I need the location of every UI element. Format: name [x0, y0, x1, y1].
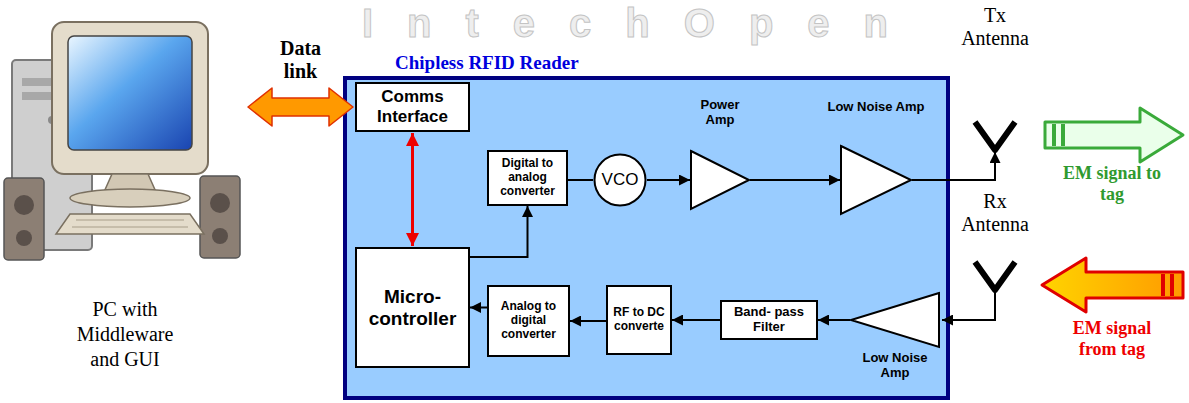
computer-icon: [56, 214, 204, 234]
signal-connector: [568, 179, 593, 181]
detector-box: RF to DC converte: [606, 285, 672, 355]
computer-icon: [200, 176, 240, 258]
antenna-label: Rx Antenna: [961, 190, 1029, 236]
transmit-arrow: [1045, 108, 1183, 162]
data-link-arrow: [248, 88, 353, 126]
rx-antenna: [975, 262, 1015, 290]
oscillator-circle: VCO: [593, 153, 647, 207]
receive-arrow: [1170, 274, 1174, 296]
receive-arrow: [1042, 258, 1183, 312]
transmit-arrow: [1045, 108, 1183, 162]
transmit-arrow: [1052, 124, 1056, 146]
triangle-outline: [840, 145, 912, 215]
computer-icon: [14, 195, 34, 215]
signal-connector: [647, 179, 690, 181]
amplifier-triangle: Power Amp: [690, 150, 750, 210]
signal-label: EM signal from tag: [1062, 318, 1162, 359]
amplifier-triangle: Low Noise Amp: [850, 292, 940, 348]
transmit-arrow: [1061, 124, 1065, 146]
signal-connector: [818, 319, 850, 321]
receive-arrow: [1161, 274, 1165, 296]
computer-icon: [210, 193, 230, 213]
signal-connector: [750, 179, 840, 181]
reader-housing: [345, 78, 948, 398]
circle-label: VCO: [602, 170, 639, 190]
watermark: IntechOpen: [362, 0, 922, 46]
tx-antenna: [912, 152, 995, 180]
antenna-label: Tx Antenna: [961, 4, 1029, 50]
box-label: Analog to digital converter: [489, 300, 568, 341]
amplifier-triangle: Low Noise Amp: [840, 145, 912, 215]
triangle-outline: [851, 293, 939, 347]
amplifier-label: Power Amp: [690, 98, 750, 128]
amplifier-label: Low Noise Amp: [811, 100, 941, 115]
interface-box: Comms Interface: [355, 82, 470, 132]
signal-label: EM signal to tag: [1062, 163, 1162, 204]
box-label: Digital to analog converter: [489, 157, 566, 198]
triangle-outline: [690, 150, 750, 210]
triangle-outline: [691, 151, 749, 209]
computer-icon: [70, 189, 190, 207]
signal-connector: [470, 307, 487, 309]
computer-icon: [4, 22, 240, 260]
filter-box: Band- pass Filter: [720, 300, 818, 340]
panel-title: Chipless RFID Reader: [395, 52, 579, 74]
computer-icon: [212, 228, 228, 244]
computer-icon: [72, 220, 188, 227]
terminal-caption: PC with Middleware and GUI: [60, 297, 190, 372]
rx-antenna: [942, 290, 995, 320]
link-label: Data link: [280, 37, 321, 83]
converter-box: Digital to analog converter: [487, 150, 568, 206]
signal-connector: [570, 320, 606, 322]
reader-panel: Comms InterfaceMicro- controller Digital …: [345, 78, 948, 398]
triangle-outline: [850, 292, 940, 348]
tx-antenna: [975, 122, 1015, 150]
converter-box: Analog to digital converter: [487, 285, 570, 357]
box-label: RF to DC converte: [608, 306, 670, 334]
signal-connector: [411, 133, 414, 246]
rx-antenna: [942, 262, 1015, 320]
computer-icon: [52, 22, 208, 174]
box-label: Micro- controller: [357, 286, 468, 330]
box-label: Comms Interface: [357, 87, 468, 126]
triangle-outline: [841, 146, 911, 214]
signal-connector: [672, 319, 720, 321]
circle-outline: [595, 155, 646, 206]
computer-icon: [68, 36, 192, 150]
box-label: Band- pass Filter: [722, 305, 816, 335]
computer-icon: [4, 178, 44, 260]
amplifier-label: Low Noise Amp: [849, 351, 941, 381]
computer-terminal: PC with Middleware and GUI: [5, 18, 245, 372]
receive-arrow: [1042, 258, 1183, 312]
tx-antenna: [912, 122, 1015, 180]
reader-housing: [345, 78, 948, 398]
computer-icon: [16, 230, 32, 246]
signal-connector: [470, 206, 528, 257]
controller-box: Micro- controller: [355, 247, 470, 368]
